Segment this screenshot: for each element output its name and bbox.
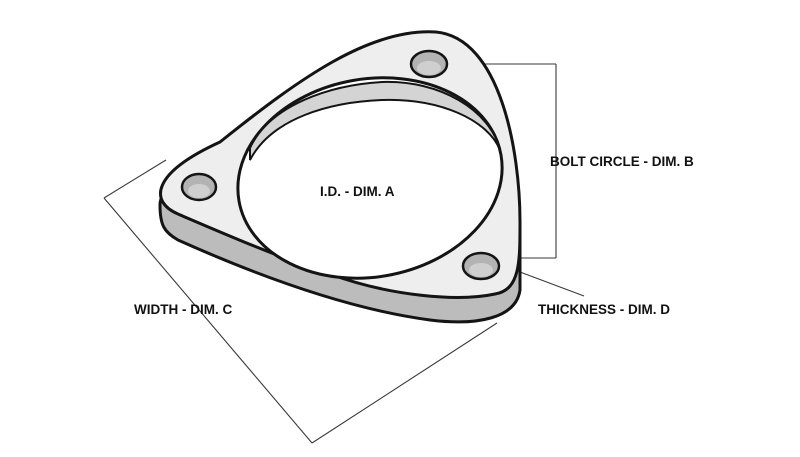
width-dimension-line (103, 197, 313, 444)
width-extension-top (103, 159, 167, 199)
bolt-circle-label: BOLT CIRCLE - DIM. B (550, 154, 694, 169)
thickness-label: THICKNESS - DIM. D (538, 302, 670, 317)
bore-inner-wall (249, 80, 501, 161)
bolt-hole-right (461, 251, 501, 281)
bolt-hole-top (409, 49, 449, 79)
dimension-labels: I.D. - DIM. A BOLT CIRCLE - DIM. B WIDTH… (134, 154, 694, 317)
flange-body (158, 30, 522, 324)
width-extension-bottom (311, 322, 498, 444)
inner-diameter-label: I.D. - DIM. A (320, 184, 395, 199)
thickness-leader (519, 271, 585, 297)
center-bore (236, 76, 504, 280)
bolt-hole-left (180, 172, 218, 202)
width-label: WIDTH - DIM. C (134, 302, 232, 317)
